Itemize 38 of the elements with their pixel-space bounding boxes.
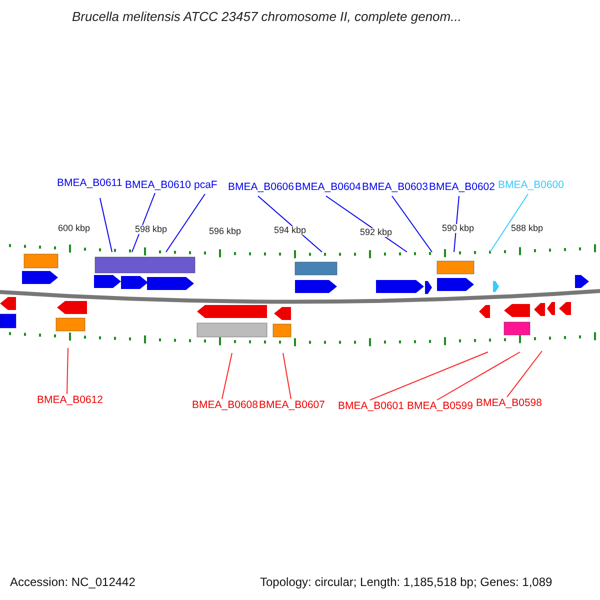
gene-label: BMEA_B0600 [498, 180, 564, 190]
gene-label: pcaF [194, 180, 218, 190]
gene-label: BMEA_B0598 [476, 398, 542, 408]
leader-line [436, 352, 520, 400]
gene-label: BMEA_B0611 [57, 178, 122, 188]
gene-label: BMEA_B0612 [37, 395, 103, 406]
gene-label: BMEA_B0608 [192, 400, 258, 410]
leader-line [258, 196, 322, 252]
leader-line [506, 350, 542, 398]
scale-label: 596 kbp [209, 227, 242, 236]
leader-line [222, 352, 232, 400]
gene-label: BMEA_B0606 [228, 182, 294, 192]
gene-label: BMEA_B0599 [407, 401, 473, 412]
gene-label: BMEA_B0603 [362, 182, 428, 192]
leader-line [132, 192, 156, 252]
scale-label: 598 kbp [135, 225, 168, 234]
footer-text: Accession: NC_012442 [10, 576, 136, 588]
leader-line [370, 352, 488, 400]
scale-label: 588 kbp [511, 224, 544, 233]
scale-label: 600 kbp [58, 224, 90, 233]
footer-text: Topology: circular; Length: 1,185,518 bp; Genes: 1,089 [260, 576, 552, 588]
leader-line [66, 348, 68, 394]
gene-label: BMEA_B0607 [259, 400, 325, 410]
title: Brucella melitensis ATCC 23457 chromosome II, complete genom... [72, 10, 462, 23]
leader-line [392, 196, 432, 252]
leader-line [100, 198, 112, 252]
leader-line [282, 352, 292, 400]
leader-line [454, 196, 460, 252]
leader-line [326, 196, 408, 252]
scale-label: 590 kbp [442, 224, 474, 233]
leader-line [490, 194, 528, 252]
gene-label: BMEA_B0610 [125, 180, 191, 190]
gene-label: BMEA_B0601 [338, 401, 404, 412]
scale-label: 592 kbp [360, 228, 392, 237]
gene-label: BMEA_B0602 [429, 182, 495, 192]
gene-label: BMEA_B0604 [295, 182, 361, 192]
scale-label: 594 kbp [274, 226, 306, 235]
leader-line [166, 194, 206, 252]
